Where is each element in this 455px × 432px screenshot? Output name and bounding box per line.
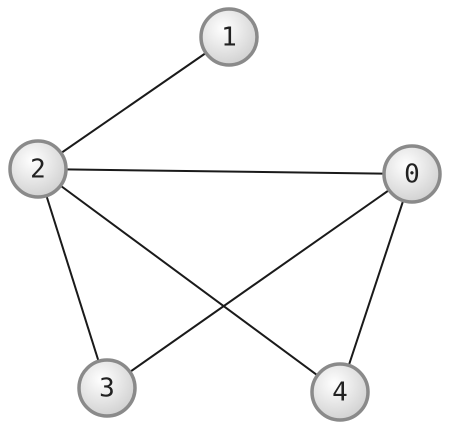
- node-label: 0: [404, 160, 420, 190]
- node-3: 3: [77, 358, 137, 418]
- node-circle: [199, 7, 259, 67]
- edge-0-3: [106, 173, 413, 389]
- node-circle: [8, 139, 68, 199]
- node-label: 4: [332, 378, 348, 408]
- node-label: 1: [221, 23, 237, 53]
- edge-2-0: [37, 168, 413, 175]
- node-label: 2: [30, 155, 46, 185]
- node-circle: [310, 362, 370, 422]
- edge-2-4: [37, 168, 341, 393]
- node-label: 3: [99, 374, 115, 404]
- edges-layer: [37, 36, 413, 393]
- node-0: 0: [382, 144, 442, 204]
- nodes-layer: 0 1 2 3 4: [8, 7, 442, 422]
- node-4: 4: [310, 362, 370, 422]
- node-circle: [382, 144, 442, 204]
- node-1: 1: [199, 7, 259, 67]
- node-circle: [77, 358, 137, 418]
- edge-1-2: [37, 36, 230, 170]
- edge-2-3: [37, 168, 108, 389]
- edge-0-4: [339, 173, 413, 393]
- node-2: 2: [8, 139, 68, 199]
